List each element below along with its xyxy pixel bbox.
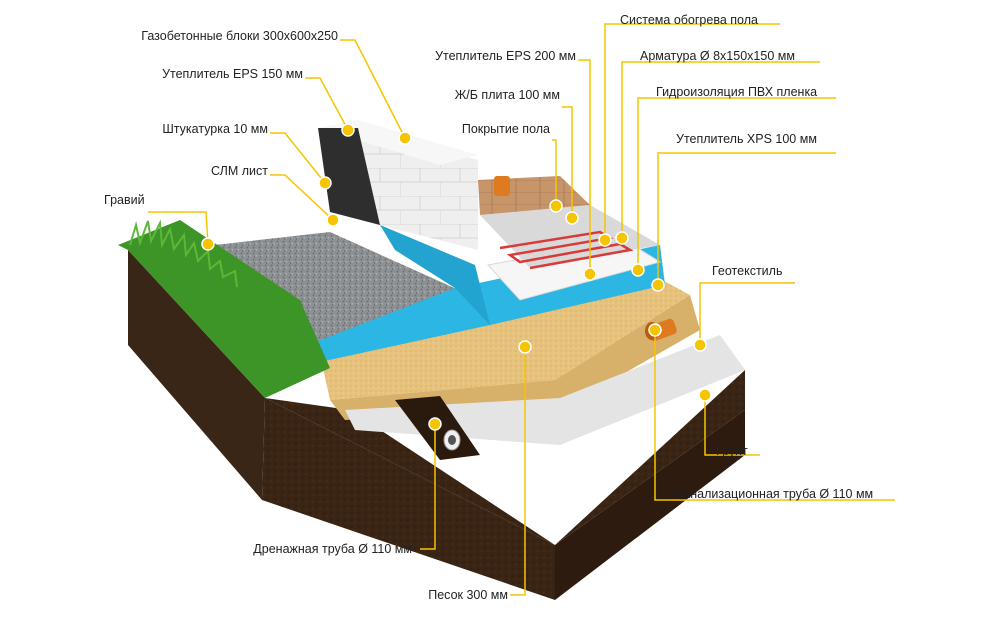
label-sewer: Канализационная труба Ø 110 мм	[676, 487, 874, 501]
label-slm: СЛМ лист	[211, 164, 268, 178]
marker-plaster	[318, 176, 332, 190]
label-gas-blocks: Газобетонные блоки 300х600х250	[141, 29, 338, 43]
label-plaster: Штукатурка 10 мм	[162, 122, 268, 136]
label-soil: Грунт	[716, 444, 748, 458]
label-geotextile: Геотекстиль	[712, 264, 783, 278]
plaster-layer	[318, 128, 380, 225]
label-eps200: Утеплитель EPS 200 мм	[435, 49, 576, 63]
sand-front	[330, 295, 700, 420]
label-rebar: Арматура Ø 8x150x150 мм	[640, 49, 795, 63]
marker-drain	[428, 417, 442, 431]
marker-sewer	[648, 323, 662, 337]
leader-lines	[148, 23, 895, 596]
label-xps100: Утеплитель XPS 100 мм	[676, 132, 817, 146]
label-drain: Дренажная труба Ø 110 мм	[253, 542, 412, 556]
marker-gas-blocks	[398, 131, 412, 145]
label-floor-cover: Покрытие пола	[461, 122, 550, 136]
drain-pipe	[443, 429, 461, 451]
label-waterproof: Гидроизоляция ПВХ пленка	[656, 85, 818, 99]
label-eps150: Утеплитель EPS 150 мм	[162, 67, 303, 81]
xps-blue-vertical	[380, 225, 490, 325]
sand-top	[318, 268, 690, 400]
marker-gravel	[201, 237, 215, 251]
soil-top	[265, 398, 555, 545]
soil-right-top	[555, 370, 745, 545]
markers	[201, 123, 712, 431]
marker-geotextile	[693, 338, 707, 352]
marker-xps100	[651, 278, 665, 292]
marker-floor-cover	[549, 199, 563, 213]
marker-soil	[698, 388, 712, 402]
vent-pipe	[494, 176, 510, 196]
label-sand: Песок 300 мм	[428, 588, 508, 602]
marker-eps200	[583, 267, 597, 281]
label-gravel: Гравий	[104, 193, 145, 207]
floor-heating-pipes	[499, 230, 634, 270]
soil-front-face	[262, 398, 555, 600]
marker-eps150	[341, 123, 355, 137]
marker-waterproof	[631, 263, 645, 277]
marker-sand	[518, 340, 532, 354]
marker-heating	[598, 233, 612, 247]
label-slab: Ж/Б плита 100 мм	[454, 88, 560, 102]
label-floor-heating: Система обогрева пола	[620, 13, 758, 27]
soil-right-face	[555, 410, 745, 600]
marker-slab	[565, 211, 579, 225]
marker-slm	[326, 213, 340, 227]
grass	[118, 219, 330, 398]
soil-left-face	[128, 250, 265, 500]
marker-rebar	[615, 231, 629, 245]
